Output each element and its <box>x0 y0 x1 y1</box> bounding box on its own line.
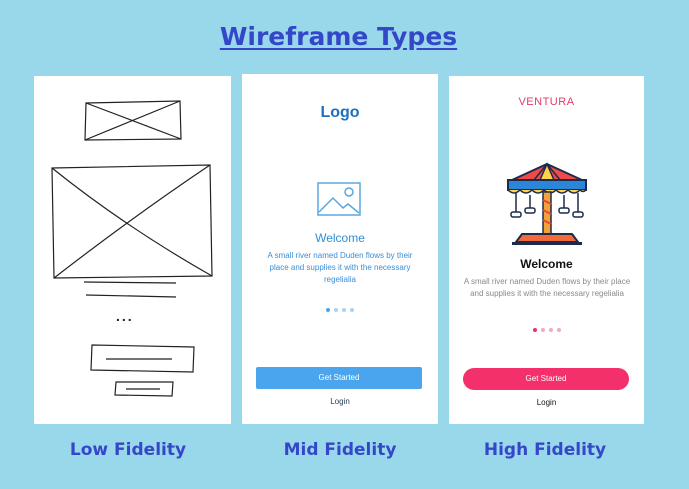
get-started-button[interactable]: Get Started <box>256 367 422 389</box>
caption-mid-fidelity: Mid Fidelity <box>283 440 397 460</box>
pager-dot-active[interactable] <box>326 308 330 312</box>
welcome-body: A small river named Duden flows by their… <box>463 277 631 298</box>
pager-dot[interactable] <box>540 328 545 332</box>
pager-dot[interactable] <box>350 308 354 312</box>
welcome-heading: Welcome <box>315 231 365 245</box>
pager-dots <box>449 328 644 332</box>
caption-high-fidelity: High Fidelity <box>483 440 607 460</box>
pager-dot[interactable] <box>548 328 553 332</box>
login-link[interactable]: Login <box>330 397 350 406</box>
image-placeholder-icon <box>317 182 361 216</box>
page-title: Wireframe Types <box>219 22 458 51</box>
get-started-button[interactable]: Get Started <box>463 368 629 390</box>
pager-dot[interactable] <box>334 308 338 312</box>
mid-fidelity-panel: Logo Welcome A small river named Duden f… <box>242 74 438 424</box>
pager-dot[interactable] <box>342 308 346 312</box>
caption-low-fidelity: Low Fidelity <box>69 440 187 460</box>
logo-text: Logo <box>320 104 360 121</box>
low-fidelity-panel: ... <box>34 76 231 424</box>
ellipsis-text: ... <box>116 308 134 324</box>
pager-dots <box>242 308 438 312</box>
sketch-wireframe <box>51 100 213 397</box>
welcome-heading: Welcome <box>520 257 573 271</box>
pager-dot-active[interactable] <box>532 328 537 332</box>
welcome-body: A small river named Duden flows by their… <box>267 251 413 284</box>
pager-dot[interactable] <box>556 328 561 332</box>
brand-logo: VENTURA <box>518 96 575 108</box>
carousel-illustration <box>507 162 587 245</box>
high-fidelity-panel: VENTURA Welcome A small river named Dude… <box>449 76 644 424</box>
login-link[interactable]: Login <box>536 398 557 407</box>
